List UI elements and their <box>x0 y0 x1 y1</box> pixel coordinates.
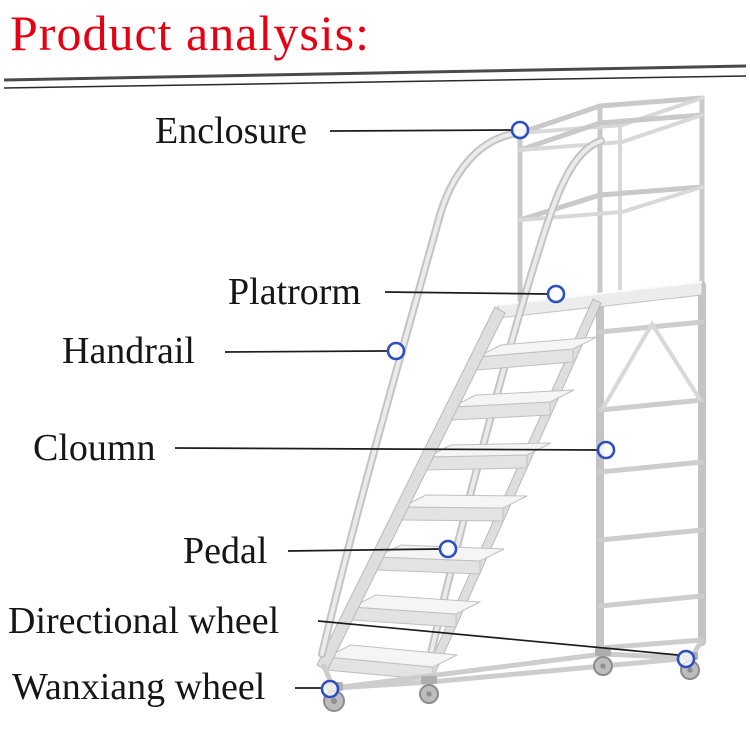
base-side-near <box>331 651 606 691</box>
label-directional-wheel: Directional wheel <box>8 600 280 642</box>
enclosure-mid-rail-back <box>517 184 705 223</box>
label-wanxiang-wheel: Wanxiang wheel <box>12 666 266 708</box>
marker-wanxiang-wheel <box>320 679 340 699</box>
wheel-hub <box>331 698 337 704</box>
enclosure-second-rail-front <box>518 113 704 152</box>
divider-line-bottom <box>3 75 747 89</box>
pedal-step <box>451 389 575 408</box>
column-rung <box>597 593 705 609</box>
handrail-near-tube <box>318 129 525 658</box>
marker-pedal <box>438 539 458 559</box>
column-frame <box>596 281 706 654</box>
steps <box>325 336 598 681</box>
label-column: Cloumn <box>33 427 156 469</box>
marker-platform <box>546 284 566 304</box>
caster-fork <box>595 648 611 656</box>
leader-pedal <box>287 548 440 552</box>
base-back-bar <box>600 651 693 661</box>
pedal-face <box>426 454 528 471</box>
leader-platform <box>384 291 548 295</box>
leader-column <box>174 447 598 451</box>
label-handrail: Handrail <box>62 330 195 372</box>
caster-fork <box>421 676 437 684</box>
column-rung <box>597 527 705 543</box>
pedal-face <box>401 506 504 522</box>
wheel-hub <box>426 691 432 697</box>
wheel-hub <box>687 667 693 673</box>
platform-top-edge <box>497 281 703 306</box>
leader-directional-wheel <box>317 620 679 656</box>
base-front-bar <box>331 679 433 691</box>
wheel-hub <box>600 663 606 669</box>
caster-wheel-front-right <box>419 676 439 704</box>
enclosure-top-rail-front <box>518 96 704 135</box>
enclosure-top-rail-back <box>517 95 705 136</box>
caster-wheel-back-left <box>593 648 613 676</box>
label-pedal: Pedal <box>183 530 268 572</box>
label-enclosure: Enclosure <box>155 110 307 152</box>
pedal-step <box>350 594 482 615</box>
leader-enclosure <box>329 129 512 132</box>
marker-enclosure <box>510 120 530 140</box>
ladder-illustration <box>316 95 706 712</box>
handrail-near <box>318 129 525 658</box>
divider <box>3 64 747 89</box>
column-rung <box>597 397 705 413</box>
marker-column <box>596 440 616 460</box>
pedal-step <box>476 336 598 358</box>
leader-handrail <box>224 350 388 353</box>
callouts <box>174 120 696 699</box>
divider-line-top <box>3 64 747 82</box>
enclosure-frame <box>517 95 705 305</box>
enclosure-second-rail-back <box>517 112 705 153</box>
enclosure-mid-rail-front <box>518 185 704 222</box>
label-platform: Platrorm <box>228 271 361 313</box>
marker-directional-wheel <box>676 649 696 669</box>
pedal-step <box>401 494 528 509</box>
pedal-step <box>325 644 459 668</box>
marker-handrail <box>386 341 406 361</box>
base-side-far <box>427 655 693 685</box>
page-title: Product analysis: <box>10 5 371 61</box>
column-rung <box>597 459 705 475</box>
handrail-near-highlight <box>320 131 523 656</box>
column-diagonal-brace <box>601 320 701 410</box>
column-bottom-bar <box>597 637 705 651</box>
